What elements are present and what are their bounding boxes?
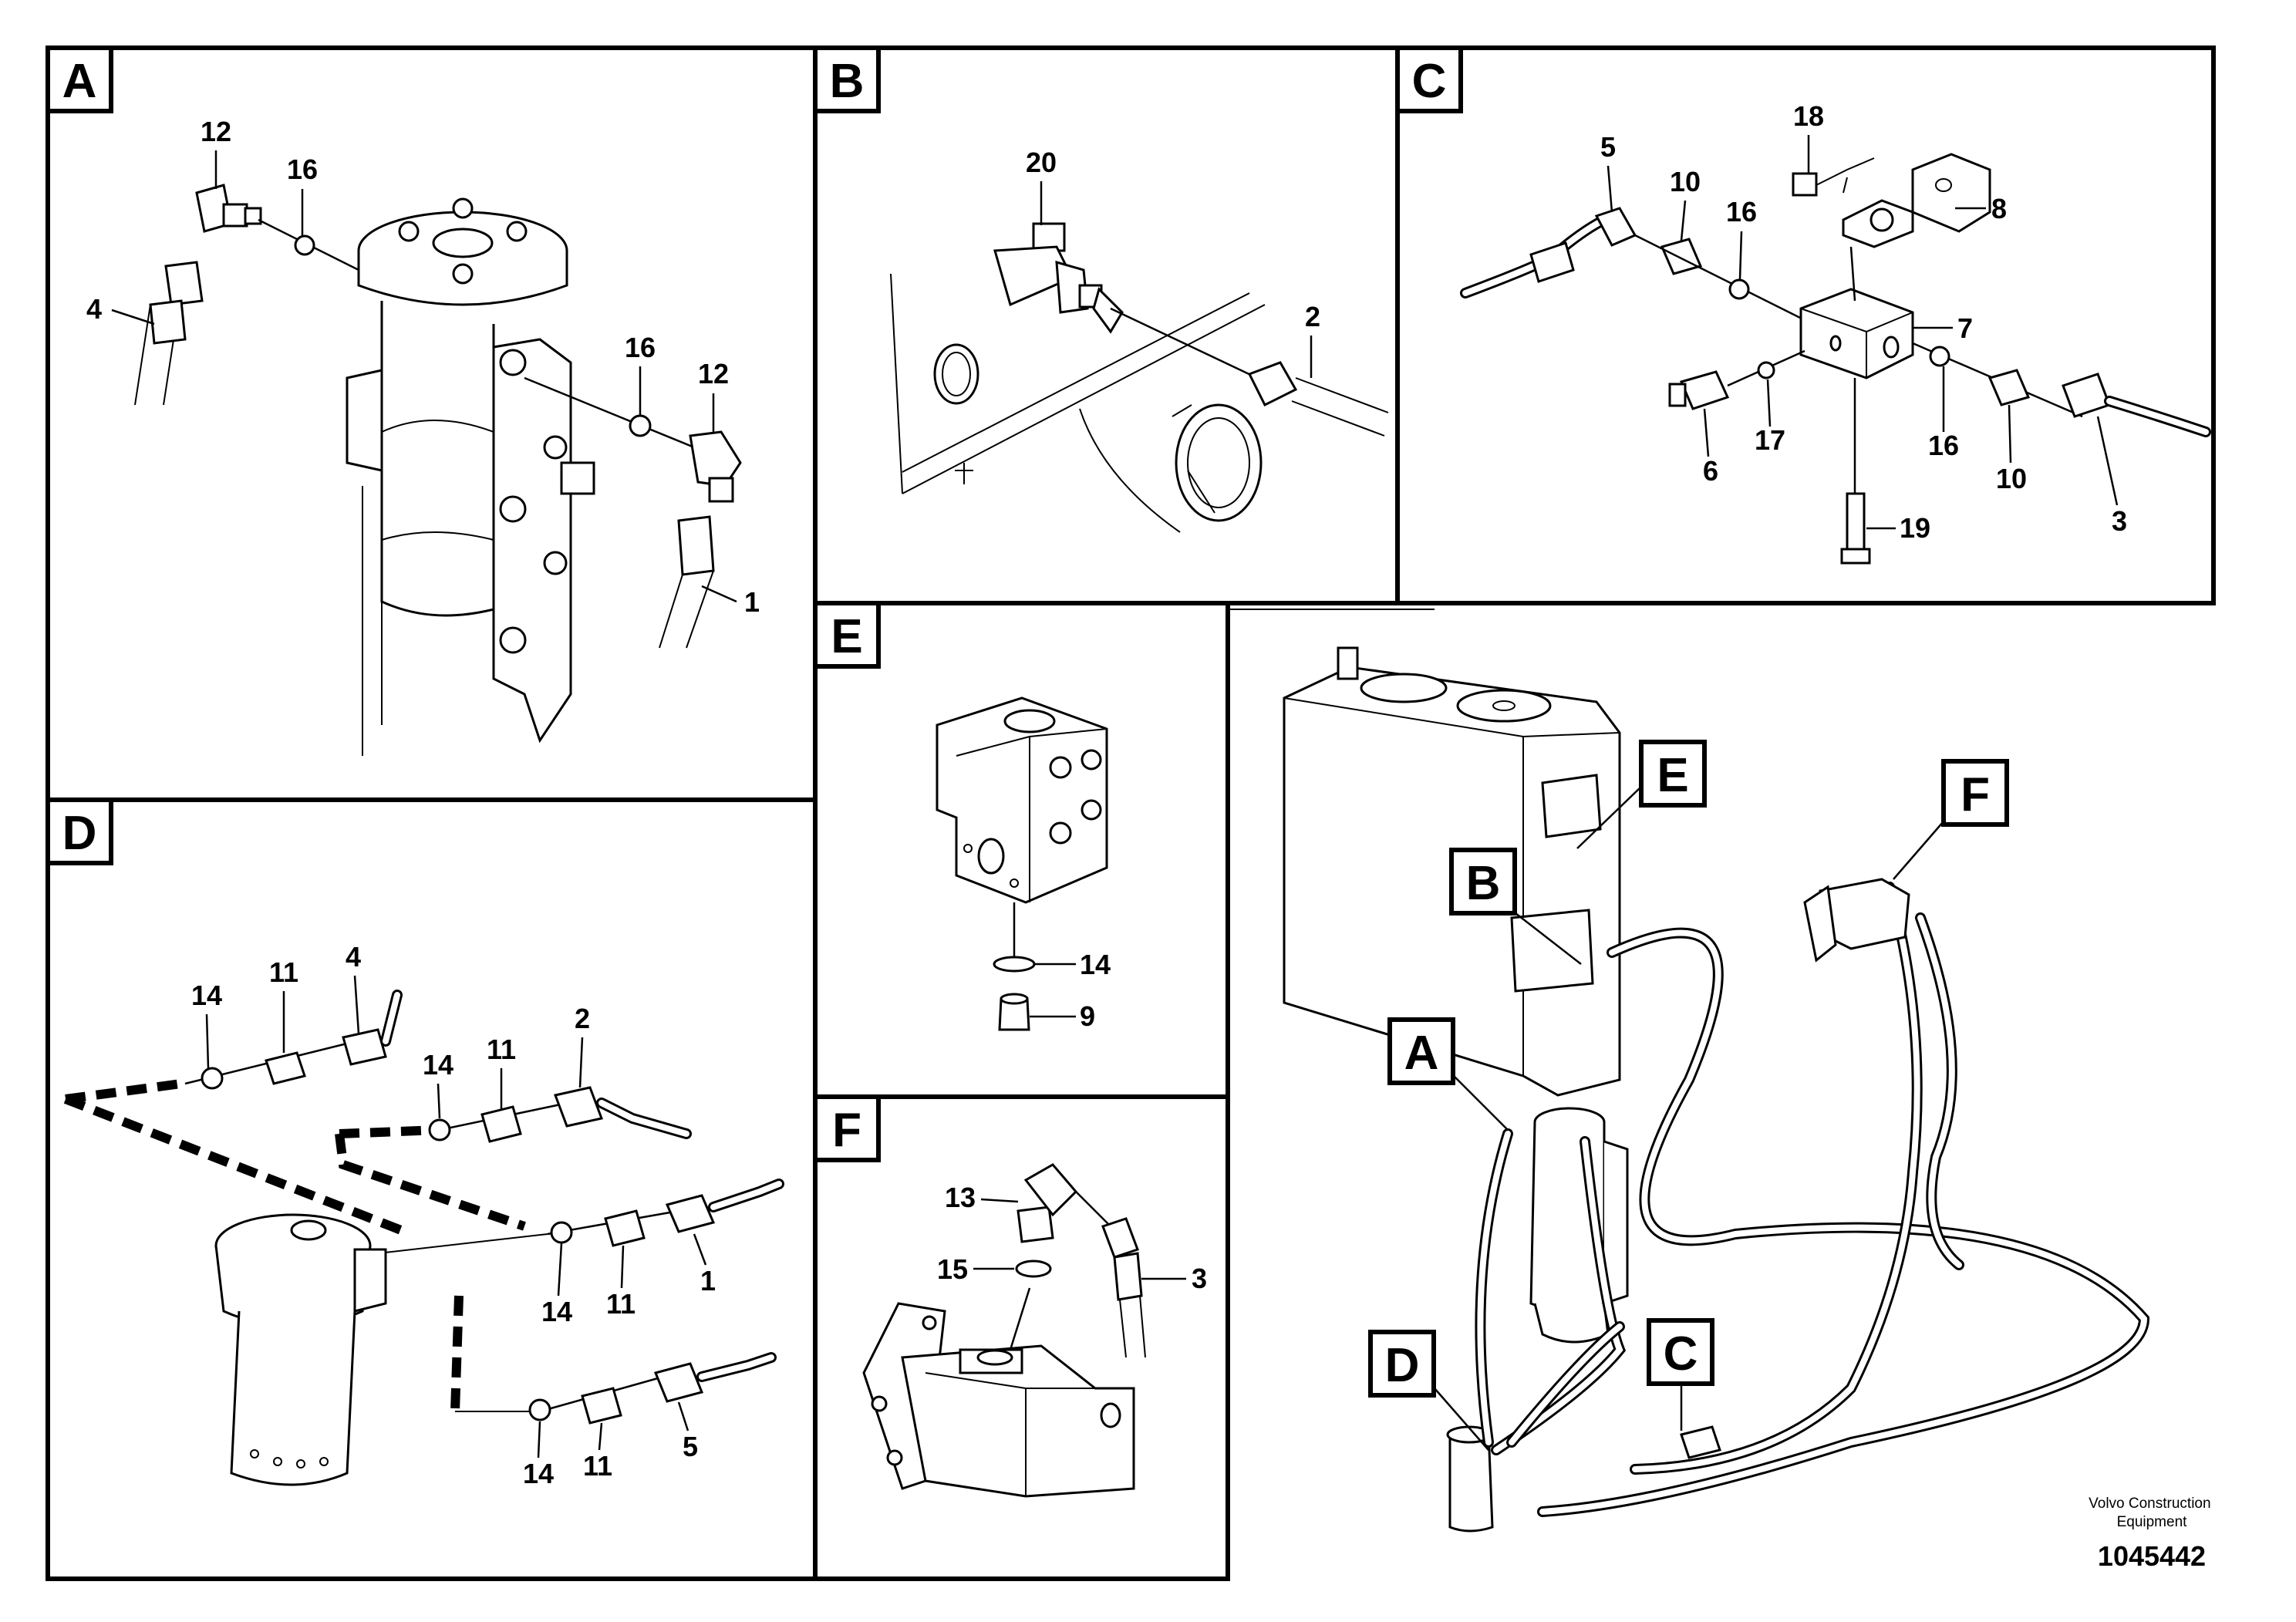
overview-tag-box-d <box>1368 1330 1436 1398</box>
overview-hoses <box>1475 882 2150 1517</box>
panel-d: D <box>46 798 818 1581</box>
callout-d-1: 14 <box>191 980 222 1011</box>
callout-d-12: 5 <box>683 1431 698 1462</box>
valve-block <box>936 696 1108 904</box>
panel-a: A <box>46 46 818 802</box>
callout-f-3: 3 <box>1192 1263 1207 1294</box>
callout-b-1: 20 <box>1026 147 1057 178</box>
callout-c-11: 3 <box>2112 505 2127 537</box>
callout-d-9: 11 <box>606 1288 636 1320</box>
callout-a-4: 16 <box>625 332 656 363</box>
overview-tag-d: D <box>1385 1339 1420 1392</box>
mounting-bracket <box>1792 153 1991 302</box>
hydraulic-pump <box>862 1302 1135 1498</box>
callout-f-2: 15 <box>937 1253 968 1285</box>
callout-c-12: 19 <box>1900 512 1930 544</box>
filter-housing <box>346 197 595 756</box>
junction-block <box>1799 288 1914 379</box>
overview-tag-e: E <box>1657 749 1688 802</box>
panel-e-tag-box <box>813 601 881 669</box>
elbow-fitting-upper <box>164 184 359 306</box>
machine-overview: E B F A D C <box>1227 609 2150 1579</box>
footer-doc-number: 1045442 <box>2098 1540 2206 1572</box>
callout-e-2: 9 <box>1080 1000 1095 1032</box>
panel-e-tag: E <box>831 610 862 663</box>
footer-brand: Volvo Construction Equipment <box>2089 1496 2215 1530</box>
o-ring-e <box>993 956 1036 973</box>
callout-c-9: 17 <box>1755 424 1785 456</box>
callout-d-8: 14 <box>541 1296 572 1327</box>
o-ring-upper <box>294 234 315 256</box>
callout-c-5: 8 <box>1991 193 2007 224</box>
callout-d-4: 2 <box>575 1003 590 1034</box>
callout-d-5: 14 <box>423 1049 453 1081</box>
panel-a-tag: A <box>62 55 97 108</box>
callout-c-3: 16 <box>1726 196 1757 228</box>
footer-brand-line1: Volvo Construction <box>2089 1496 2210 1512</box>
footer: Volvo Construction Equipment 1045442 <box>2089 1496 2215 1572</box>
elbow-fitting-right <box>524 376 742 649</box>
callout-c-2: 10 <box>1670 166 1701 197</box>
panel-f-frame <box>813 1094 1230 1581</box>
callout-e-1: 14 <box>1080 949 1111 980</box>
o-ring-f <box>1015 1259 1052 1278</box>
panel-c-tag-box <box>1395 46 1463 113</box>
overview-tag-box-f <box>1941 759 2009 827</box>
overview-tag-box-b <box>1449 848 1517 916</box>
overview-tag-box-e <box>1639 740 1707 808</box>
panel-b: B 20 2 <box>813 46 1400 605</box>
callout-d-10: 14 <box>523 1458 554 1489</box>
panel-d-tag: D <box>62 807 97 860</box>
callout-a-1: 12 <box>201 116 231 147</box>
callout-f-1: 13 <box>945 1182 976 1213</box>
panel-a-tag-box <box>46 46 113 113</box>
panel-f: F 13 15 3 <box>813 1094 1230 1581</box>
callout-a-5: 12 <box>698 358 729 389</box>
callout-c-8: 6 <box>1703 455 1718 487</box>
panel-c: C <box>1395 46 2216 605</box>
overview-tag-box-c <box>1647 1318 1714 1386</box>
overview-tag-f: F <box>1961 768 1990 821</box>
return-filter <box>214 1213 387 1486</box>
callout-d-7: 1 <box>700 1265 716 1297</box>
panel-b-tag: B <box>830 55 865 108</box>
callout-d-2: 11 <box>269 956 298 988</box>
overview-tag-b: B <box>1466 857 1501 910</box>
panel-d-frame <box>46 798 818 1581</box>
callout-d-6: 11 <box>487 1034 516 1065</box>
overview-tag-a: A <box>1404 1027 1439 1080</box>
callout-b-2: 2 <box>1305 301 1320 332</box>
callout-c-1: 5 <box>1600 131 1616 163</box>
panel-f-tag: F <box>832 1104 861 1157</box>
o-ring-right <box>629 414 652 437</box>
panel-b-tag-box <box>813 46 881 113</box>
panel-c-frame <box>1395 46 2216 605</box>
callout-d-11: 11 <box>583 1450 612 1482</box>
panel-f-tag-box <box>813 1094 881 1162</box>
overview-tag-box-a <box>1387 1017 1455 1085</box>
callout-c-7: 16 <box>1928 430 1959 461</box>
panel-c-tag: C <box>1412 55 1447 108</box>
pressure-sensor <box>993 222 1389 437</box>
callout-c-6: 7 <box>1957 312 1973 344</box>
callout-a-6: 1 <box>744 586 760 618</box>
callout-c-4: 18 <box>1793 100 1824 132</box>
callout-d-3: 4 <box>346 941 361 973</box>
callout-a-2: 16 <box>287 153 318 185</box>
panel-d-tag-box <box>46 798 113 865</box>
tank-wall <box>890 273 1266 533</box>
callout-c-10: 10 <box>1996 463 2027 494</box>
overview-tag-c: C <box>1664 1327 1698 1381</box>
callout-a-3: 4 <box>86 293 102 325</box>
panel-e: E 14 9 <box>813 601 1230 1099</box>
footer-brand-line2: Equipment <box>2117 1514 2188 1530</box>
